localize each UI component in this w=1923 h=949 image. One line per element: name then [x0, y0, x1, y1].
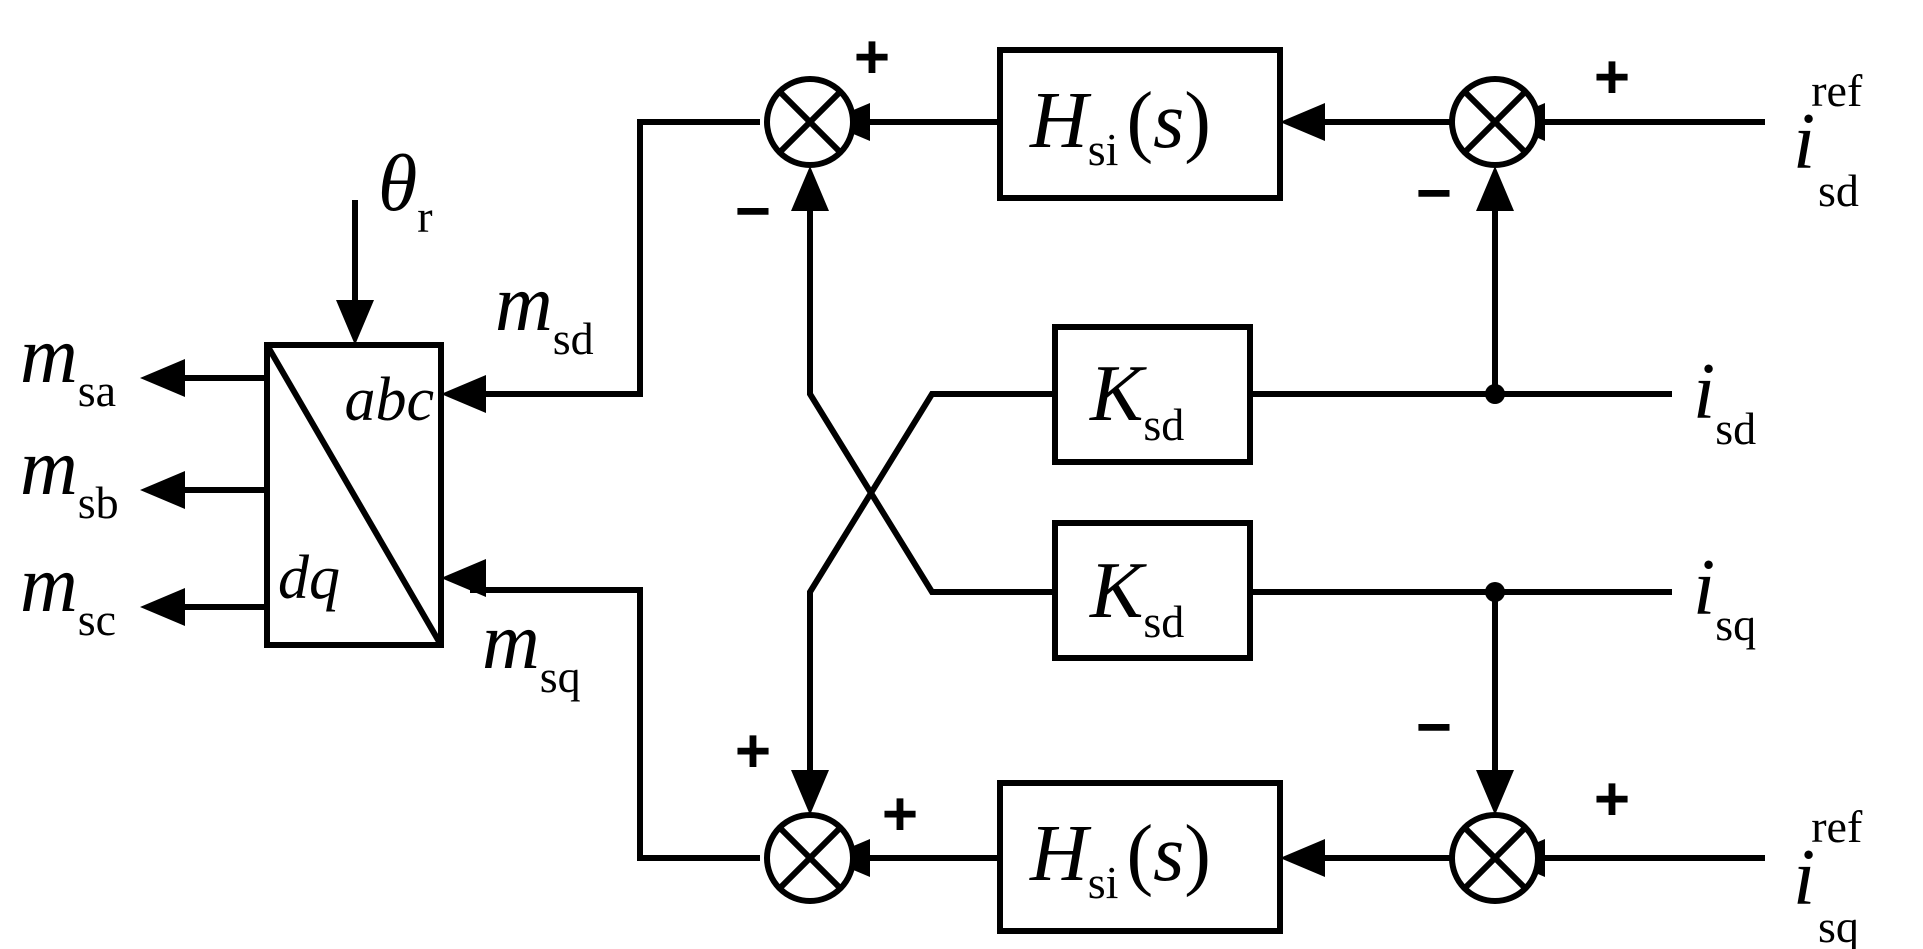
sign-sum3-top: + — [882, 780, 918, 849]
sign-sum4-top: + — [1594, 765, 1630, 834]
label-msb: msb — [20, 424, 119, 528]
arrowhead-sum4-top — [1476, 770, 1514, 815]
label-msc: msc — [20, 541, 116, 645]
ksd-block-bottom: Ksd — [1052, 520, 1253, 661]
arrowhead-hsi-bottom — [1280, 839, 1325, 877]
transform-label-dq: dq — [278, 544, 340, 612]
arrowhead-msc — [140, 588, 185, 626]
label-theta-r: θr — [378, 140, 433, 242]
sign-sum3-side: + — [735, 717, 771, 786]
label-msd: msd — [495, 260, 594, 364]
junction-dot-isd — [1485, 384, 1505, 404]
arrowhead-transform-msd — [441, 375, 486, 413]
summing-junction-3 — [764, 812, 856, 904]
sign-sum1-side: − — [735, 177, 771, 246]
arrowhead-theta — [336, 300, 374, 345]
arrowhead-sum1-bottom — [791, 166, 829, 211]
label-isq: isq — [1693, 544, 1756, 650]
wire-msq — [470, 587, 760, 861]
summing-junction-2 — [1449, 76, 1541, 168]
svg-text:Ksd: Ksd — [1089, 547, 1184, 647]
wire-msd — [470, 119, 760, 397]
arrowhead-msa — [140, 359, 185, 397]
label-msa: msa — [20, 312, 116, 416]
arrowhead-sum2-bottom — [1476, 166, 1514, 211]
summing-junction-4 — [1449, 812, 1541, 904]
sign-sum2-side: − — [1416, 159, 1452, 228]
sign-sum2-top: + — [1594, 43, 1630, 112]
wire-cross-to-sum3 — [807, 391, 1055, 780]
svg-text:Hsi(s): Hsi(s) — [1029, 77, 1211, 175]
arrowhead-transform-msq — [441, 559, 486, 597]
ksd-block-top: Ksd — [1052, 324, 1253, 465]
transform-label-abc: abc — [344, 366, 434, 434]
arrowhead-sum3-top — [791, 770, 829, 815]
hsi-block-bottom: Hsi(s) — [997, 780, 1283, 934]
arrowhead-msb — [140, 471, 185, 509]
summation-signs: + − + − + + + − — [735, 23, 1630, 849]
arrowhead-hsi-top — [1280, 103, 1325, 141]
summing-junction-1 — [764, 76, 856, 168]
label-isd: isd — [1693, 348, 1756, 454]
sign-sum1-top: + — [854, 23, 890, 92]
svg-text:Hsi(s): Hsi(s) — [1029, 810, 1211, 908]
label-msq: msq — [482, 598, 581, 702]
sign-sum4-side: − — [1416, 693, 1452, 762]
svg-text:Ksd: Ksd — [1089, 350, 1184, 450]
hsi-block-top: Hsi(s) — [997, 47, 1283, 201]
abc-dq-transform-block: abc dq — [264, 342, 444, 648]
junction-dot-isq — [1485, 582, 1505, 602]
signal-lines — [185, 119, 1765, 861]
